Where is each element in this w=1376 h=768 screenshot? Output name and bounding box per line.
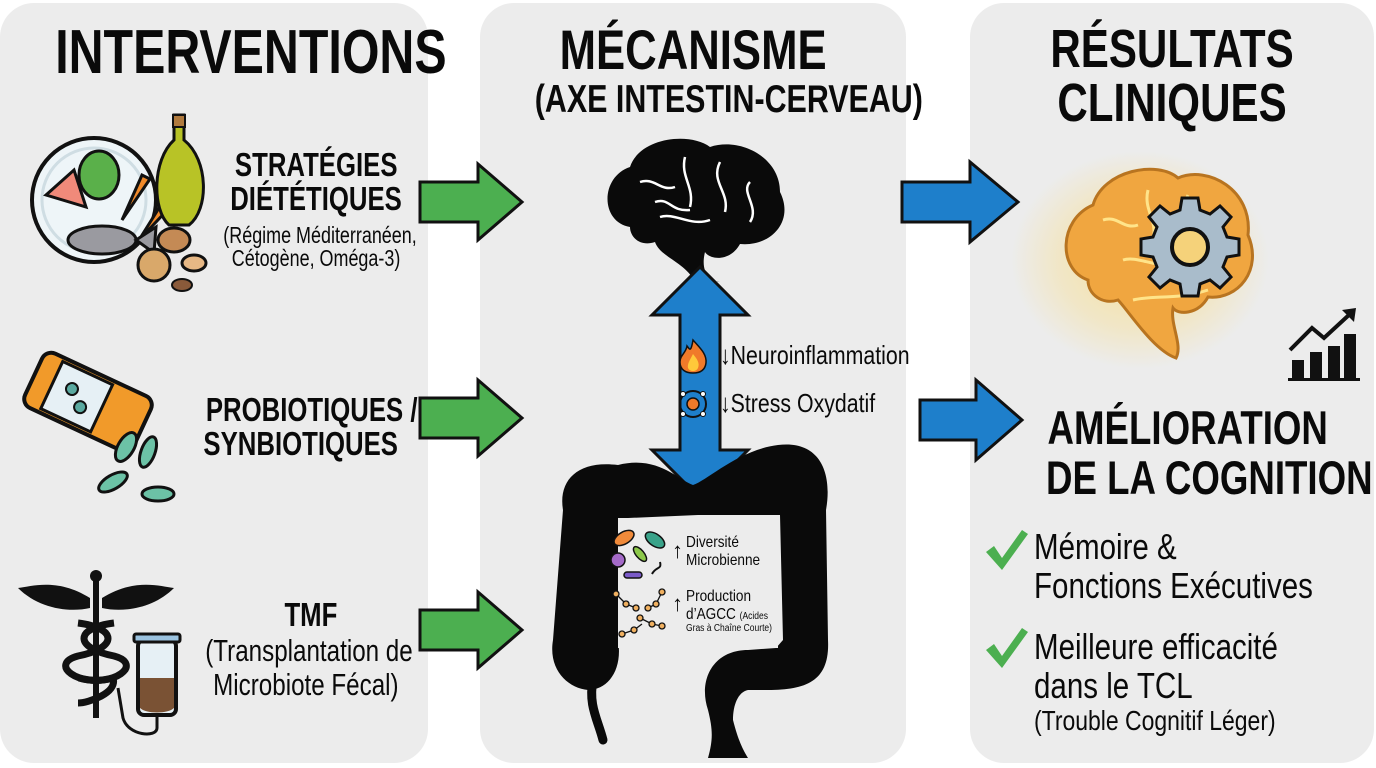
fmt-title: TMF	[284, 596, 338, 633]
interventions-title: INTERVENTIONS	[55, 18, 447, 87]
molecule-icon	[679, 390, 707, 418]
fatty-acid-chain-icon	[612, 588, 666, 638]
fmt-detail: (Transplantation de Microbiote Fécal)	[205, 633, 413, 703]
outcomes-panel	[970, 3, 1374, 763]
decrease-arrow: ↓	[720, 340, 731, 370]
brain-icon	[607, 138, 785, 282]
diet-title: STRATÉGIES DIÉTÉTIQUES	[230, 146, 402, 217]
arrow-fmt-to-mechanism	[418, 588, 525, 672]
decrease-arrow: ↓	[720, 388, 731, 418]
mediterranean-food-icon	[30, 113, 208, 292]
probiotics-title: PROBIOTIQUES / SYNBIOTIQUES	[203, 391, 418, 462]
bacteria-icon	[610, 529, 666, 579]
caduceus-iv-bag-icon	[18, 570, 182, 736]
arrow-diet-to-mechanism	[418, 160, 525, 244]
check-icon	[986, 628, 1028, 668]
increase-arrow: ↑	[672, 538, 683, 563]
gear-icon	[1139, 196, 1241, 298]
check-icon	[986, 530, 1028, 570]
flame-icon	[679, 338, 707, 374]
outcome-memory: Mémoire & Fonctions Exécutives	[1034, 526, 1313, 606]
probiotic-bottle-icon	[22, 350, 176, 503]
effect-microbial-diversity: ↑ Diversité Microbienne	[672, 534, 761, 570]
diet-detail: (Régime Méditerranéen, Cétogène, Oméga-3…	[223, 222, 417, 272]
effect-scfa-production: ↑ Production d’AGCC (Acides Gras à Chaîn…	[672, 588, 772, 635]
outcomes-title: RÉSULTATS CLINIQUES	[1050, 19, 1294, 133]
intestine-icon	[552, 444, 829, 758]
arrow-probiotics-to-mechanism	[418, 376, 525, 460]
outcome-mci: Meilleure efficacité dans le TCL (Troubl…	[1034, 626, 1278, 736]
mechanism-title: MÉCANISME	[559, 18, 827, 81]
growth-chart-icon	[1288, 308, 1360, 381]
cognition-improvement-title: AMÉLIORATION DE LA COGNITION	[1046, 401, 1373, 504]
effect-oxidative-stress: ↓Stress Oxydatif	[720, 388, 876, 418]
mechanism-subtitle: (AXE INTESTIN-CERVEAU)	[534, 78, 923, 121]
arrow-axis-to-cognition	[918, 376, 1025, 464]
effect-neuroinflammation: ↓Neuroinflammation	[720, 340, 910, 370]
arrow-brain-to-outcomes	[900, 158, 1021, 246]
increase-arrow: ↑	[672, 591, 683, 616]
